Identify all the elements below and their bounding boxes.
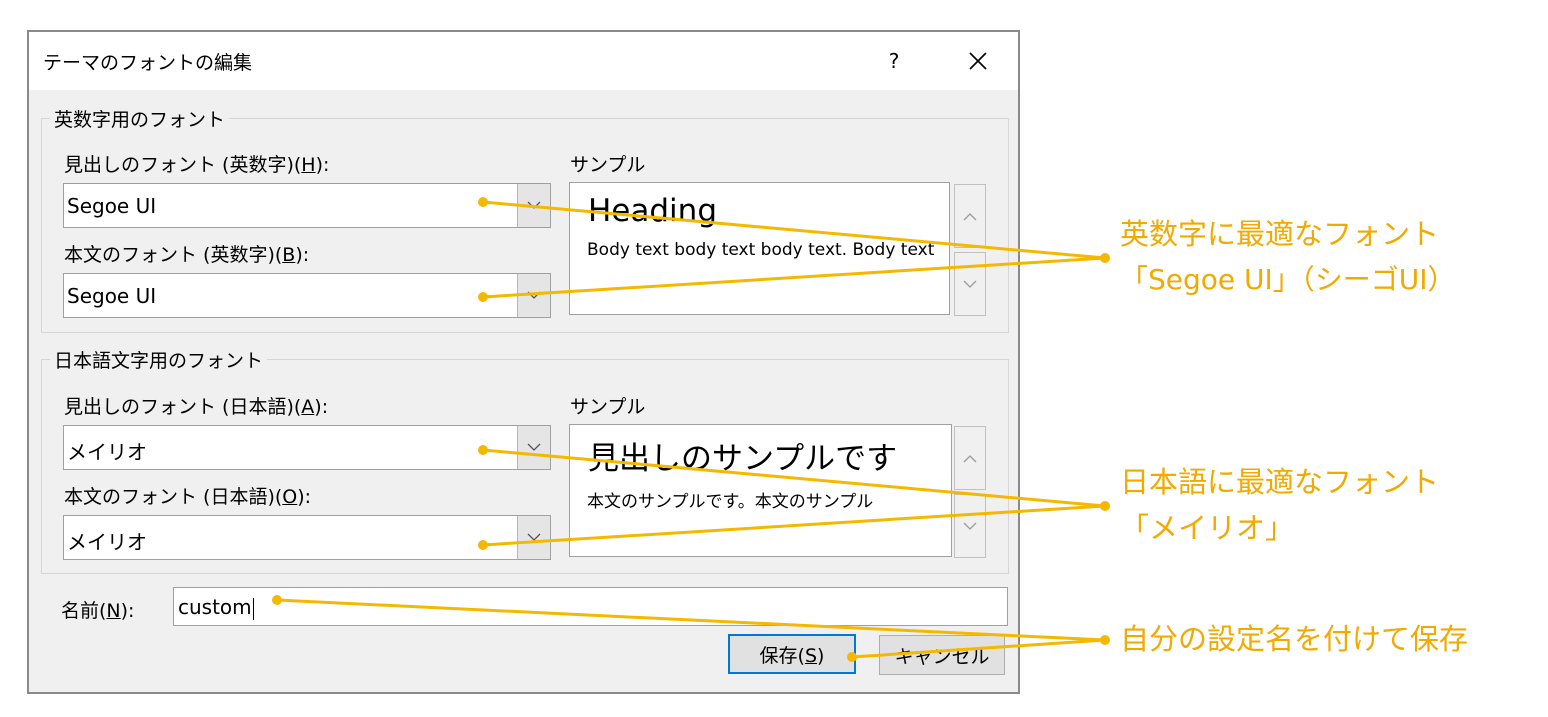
latin-sample-label: サンプル — [570, 154, 646, 176]
annotation-japanese-line2: 「メイリオ」 — [1120, 511, 1295, 545]
latin-body-label: 本文のフォント (英数字)(B): — [64, 244, 310, 266]
latin-sample-scroll-up[interactable] — [954, 184, 986, 248]
japanese-sample-heading: 見出しのサンプルです — [588, 441, 898, 477]
callout-line-latin-heading — [482, 200, 1106, 260]
callout-dot — [1100, 635, 1110, 645]
callout-dot — [1100, 253, 1110, 263]
chevron-down-icon — [963, 280, 977, 288]
latin-sample-preview: Heading Body text body text body text. B… — [569, 182, 950, 315]
japanese-heading-dropdown-button[interactable] — [517, 426, 550, 469]
latin-body-font-value: Segoe UI — [67, 284, 157, 308]
callout-line-name — [276, 598, 1106, 642]
annotation-save-note: 自分の設定名を付けて保存 — [1120, 622, 1469, 656]
callout-dot — [847, 652, 857, 662]
latin-sample-body: Body text body text body text. Body text — [587, 240, 935, 260]
callout-dot — [478, 197, 488, 207]
help-button[interactable]: ? — [888, 49, 900, 73]
dialog-title: テーマのフォントの編集 — [43, 52, 253, 74]
annotation-latin-line2: 「Segoe UI」（シーゴUI） — [1120, 263, 1456, 296]
latin-group-title: 英数字用のフォント — [50, 105, 230, 132]
japanese-body-dropdown-button[interactable] — [517, 516, 550, 559]
callout-dot — [1100, 501, 1110, 511]
annotation-japanese-line1: 日本語に最適なフォント — [1120, 465, 1440, 499]
theme-name-value: custom — [178, 595, 252, 619]
callout-dot — [478, 540, 488, 550]
callout-line-save — [851, 638, 1106, 659]
close-button[interactable] — [954, 42, 1002, 80]
save-button[interactable]: 保存(S) — [728, 634, 856, 674]
close-icon — [969, 52, 987, 70]
name-label: 名前(N): — [61, 600, 135, 622]
chevron-up-icon — [963, 454, 977, 462]
chevron-down-icon — [527, 533, 541, 541]
chevron-down-icon — [527, 443, 541, 451]
japanese-sample-scroll-up[interactable] — [954, 426, 986, 490]
latin-fonts-group: 英数字用のフォント — [41, 105, 1009, 333]
japanese-heading-font-value: メイリオ — [67, 440, 147, 464]
callout-line-japanese-body — [482, 504, 1106, 547]
japanese-body-label: 本文のフォント (日本語)(O): — [64, 486, 312, 508]
theme-name-input[interactable]: custom — [173, 587, 1008, 626]
latin-sample-scroll-down[interactable] — [954, 252, 986, 316]
latin-heading-font-value: Segoe UI — [67, 194, 157, 218]
edit-theme-fonts-dialog: テーマのフォントの編集 ? 英数字用のフォント 見出しのフォント (英数字)(H… — [27, 30, 1020, 694]
chevron-down-icon — [963, 522, 977, 530]
callout-dot — [478, 445, 488, 455]
callout-line-japanese-heading — [482, 448, 1106, 508]
japanese-heading-label: 見出しのフォント (日本語)(A): — [64, 396, 329, 418]
latin-sample-heading: Heading — [588, 193, 717, 229]
latin-heading-font-select[interactable]: Segoe UI — [63, 183, 551, 228]
japanese-sample-scroll-down[interactable] — [954, 494, 986, 558]
japanese-sample-label: サンプル — [570, 396, 646, 418]
latin-heading-label: 見出しのフォント (英数字)(H): — [64, 154, 330, 176]
title-bar: テーマのフォントの編集 ? — [29, 32, 1018, 90]
japanese-group-title: 日本語文字用のフォント — [50, 346, 268, 373]
latin-body-font-select[interactable]: Segoe UI — [63, 273, 551, 318]
japanese-body-font-value: メイリオ — [67, 530, 147, 554]
japanese-body-font-select[interactable]: メイリオ — [63, 515, 551, 560]
annotation-latin-line1: 英数字に最適なフォント — [1120, 217, 1440, 251]
japanese-fonts-group: 日本語文字用のフォント — [41, 346, 1009, 574]
chevron-up-icon — [963, 212, 977, 220]
callout-dot — [272, 595, 282, 605]
callout-dot — [478, 292, 488, 302]
callout-line-latin-body — [482, 256, 1106, 299]
japanese-heading-font-select[interactable]: メイリオ — [63, 425, 551, 470]
japanese-sample-body: 本文のサンプルです。本文のサンプル — [587, 492, 874, 512]
text-caret — [252, 597, 254, 620]
